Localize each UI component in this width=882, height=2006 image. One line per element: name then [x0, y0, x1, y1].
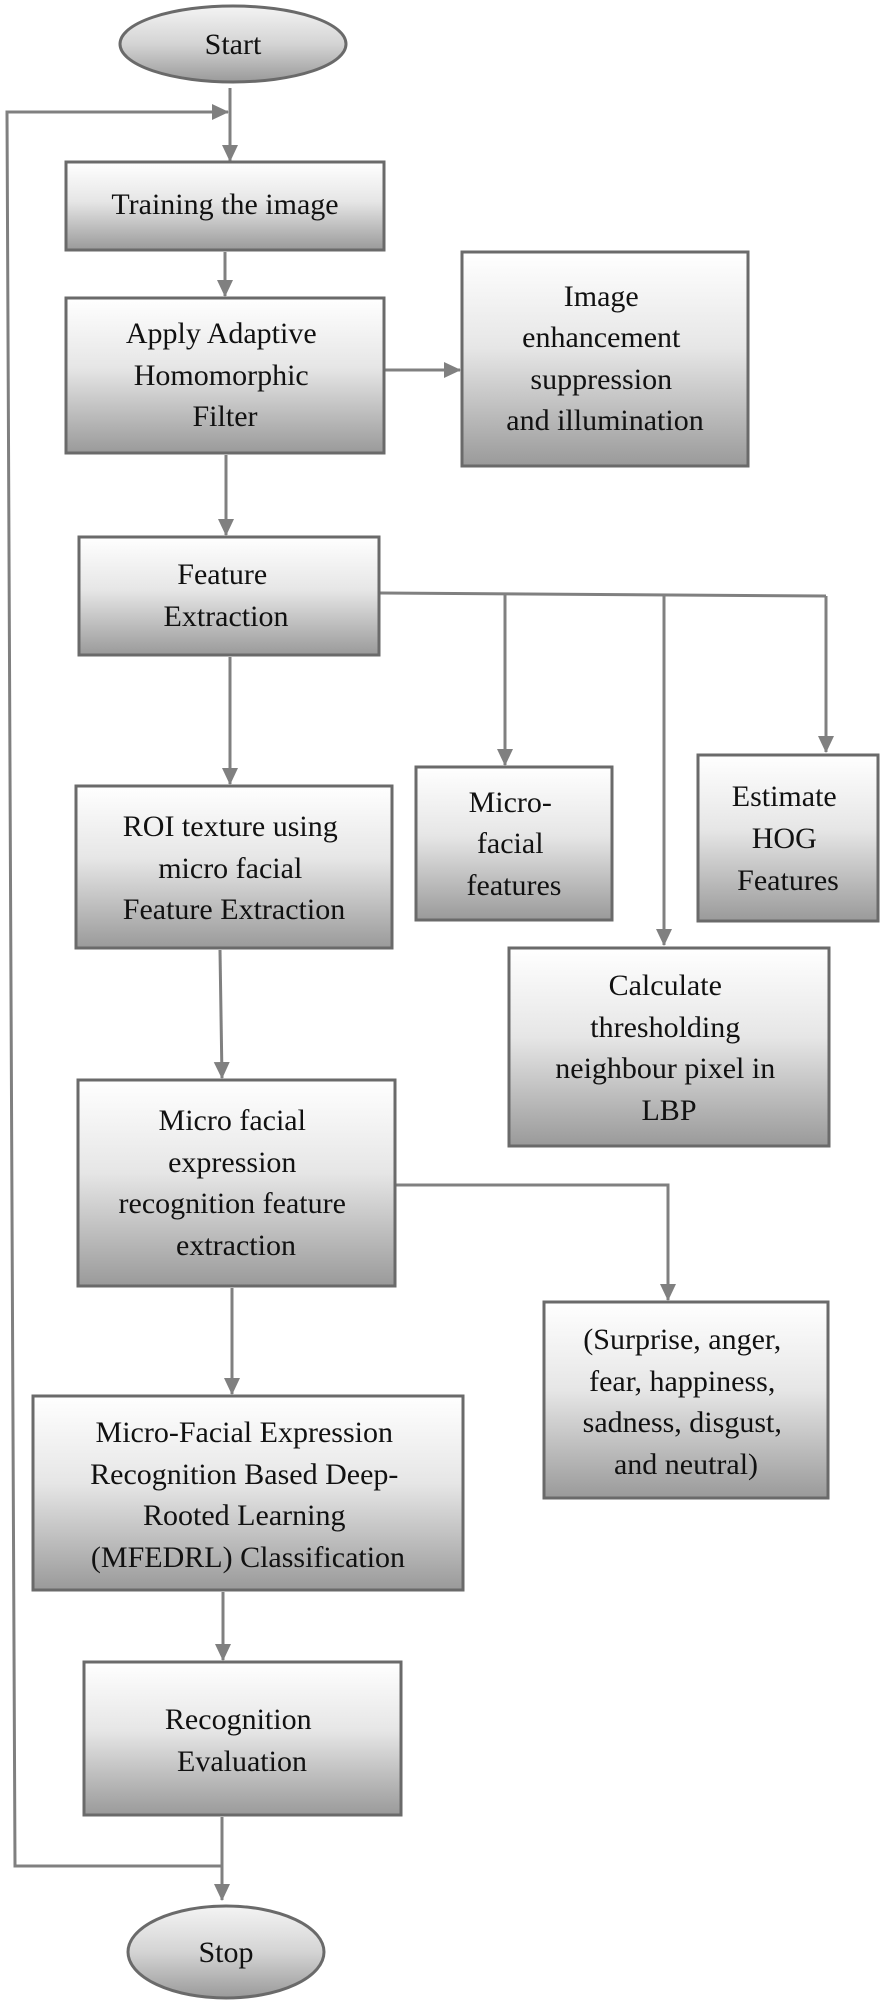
feature-extraction-box: Feature Extraction: [77, 535, 381, 657]
adaptive-filter-label: Apply Adaptive Homomorphic Filter: [126, 317, 324, 433]
training-label: Training the image: [111, 188, 338, 221]
adaptive-filter-box: Apply Adaptive Homomorphic Filter: [64, 296, 386, 455]
lbp-box: Calculate thresholding neighbour pixel i…: [507, 946, 831, 1148]
roi-texture-box: ROI texture using micro facial Feature E…: [74, 784, 394, 950]
mfedrl-box: Micro-Facial Expression Recognition Base…: [31, 1394, 465, 1592]
connectors: [5, 88, 834, 1901]
micro-facial-features-label: Micro- facial features: [467, 786, 562, 902]
micro-facial-features-box: Micro- facial features: [414, 765, 614, 922]
evaluation-box: Recognition Evaluation: [82, 1660, 403, 1817]
lbp-label: Calculate thresholding neighbour pixel i…: [555, 969, 782, 1127]
mfer-feature-extraction-box: Micro facial expression recognition feat…: [76, 1078, 397, 1288]
emotions-label: (Surprise, anger, fear, happiness, sadne…: [583, 1323, 790, 1481]
hog-features-box: Estimate HOG Features: [696, 753, 880, 923]
hog-features-label: Estimate HOG Features: [732, 780, 844, 897]
arrow-roi-to-mfer: [213, 949, 230, 1079]
start-node: Start: [118, 4, 348, 84]
training-box: Training the image: [64, 160, 386, 252]
arrow-feature-extraction-branches: [379, 591, 827, 598]
image-enhancement-label: Image enhancement suppression and illumi…: [506, 280, 703, 437]
mfedrl-label: Micro-Facial Expression Recognition Base…: [90, 1416, 406, 1574]
roi-texture-label: ROI texture using micro facial Feature E…: [123, 810, 345, 926]
emotions-box: (Surprise, anger, fear, happiness, sadne…: [542, 1300, 830, 1500]
evaluation-label: Recognition Evaluation: [165, 1703, 319, 1778]
arrow-loop-back: [5, 104, 229, 1868]
stop-label: Stop: [198, 1936, 253, 1969]
arrow-mfer-to-emotions: [395, 1183, 676, 1301]
feature-extraction-label: Feature Extraction: [164, 558, 289, 633]
start-label: Start: [205, 28, 262, 61]
image-enhancement-box: Image enhancement suppression and illumi…: [460, 250, 750, 468]
mfer-feature-extraction-label: Micro facial expression recognition feat…: [119, 1104, 354, 1262]
stop-node: Stop: [126, 1904, 326, 2000]
